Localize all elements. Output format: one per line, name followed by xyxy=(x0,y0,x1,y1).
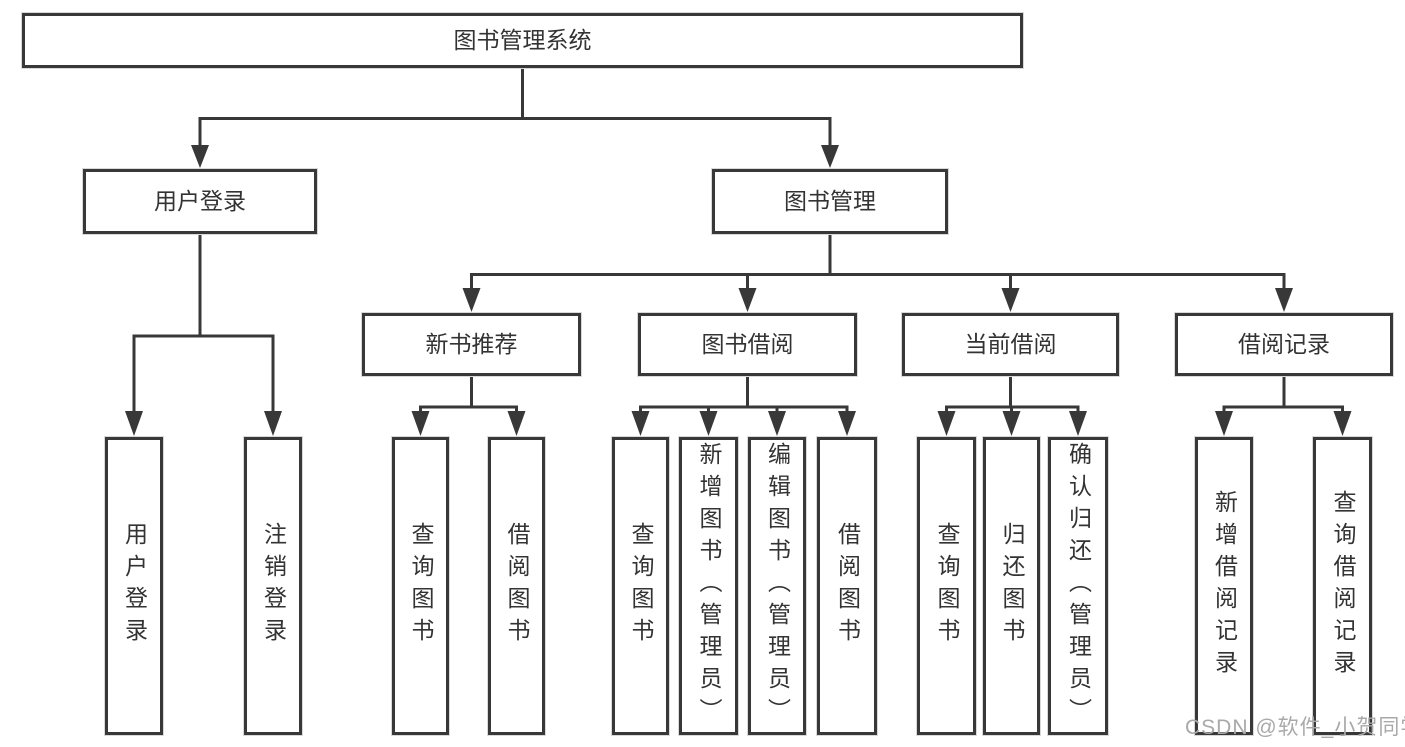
leaf-return-books: 归还图书 xyxy=(983,437,1040,735)
node-user-login-group: 用户登录 xyxy=(83,169,317,234)
leaf-borrow-books-recommend: 借阅图书 xyxy=(488,437,545,735)
node-book-borrow: 图书借阅 xyxy=(638,313,857,376)
leaf-user-login: 用户登录 xyxy=(105,437,163,735)
leaf-edit-books-admin: 编辑图书（管理员） xyxy=(748,437,806,735)
node-borrow-records: 借阅记录 xyxy=(1175,313,1393,376)
node-new-book-recommend: 新书推荐 xyxy=(362,313,581,376)
csdn-watermark: CSDN @软件_小贺同学 xyxy=(1185,716,1405,739)
leaf-logout: 注销登录 xyxy=(244,437,302,735)
leaf-add-books-admin: 新增图书（管理员） xyxy=(679,437,738,735)
leaf-query-borrow-record: 查询借阅记录 xyxy=(1313,437,1372,735)
node-book-management: 图书管理 xyxy=(712,169,948,234)
leaf-borrow-books: 借阅图书 xyxy=(817,437,877,735)
node-system-root: 图书管理系统 xyxy=(22,13,1023,68)
leaf-query-books-borrow: 查询图书 xyxy=(612,437,669,735)
leaf-query-books-recommend: 查询图书 xyxy=(392,437,449,735)
leaf-confirm-return-admin: 确认归还（管理员） xyxy=(1048,437,1108,735)
arrowhead-icons xyxy=(125,145,1352,436)
node-current-borrow: 当前借阅 xyxy=(902,313,1119,376)
leaf-add-borrow-record: 新增借阅记录 xyxy=(1195,437,1253,735)
leaf-query-books-current: 查询图书 xyxy=(917,437,976,735)
